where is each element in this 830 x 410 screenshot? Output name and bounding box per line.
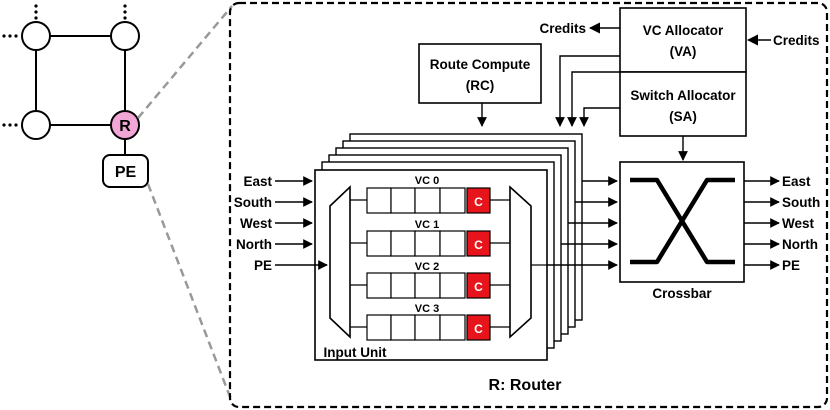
pe-node bbox=[102, 154, 149, 188]
vc-slots bbox=[366, 187, 466, 214]
switch-allocator-label: Switch Allocator bbox=[630, 88, 736, 103]
vc-allocator-abbr: (VA) bbox=[670, 44, 697, 59]
input-port-label: South bbox=[234, 195, 272, 210]
router-node bbox=[110, 110, 140, 140]
pe-node-label: PE bbox=[115, 164, 137, 181]
input-ports: East South West North PE bbox=[234, 174, 328, 273]
input-port-label: North bbox=[236, 237, 272, 252]
output-port-arrows bbox=[744, 176, 780, 270]
mesh-network: R PE bbox=[2, 4, 234, 403]
output-port-label: South bbox=[782, 195, 820, 210]
output-port-label: PE bbox=[782, 258, 800, 273]
vc-wiring bbox=[350, 199, 547, 328]
mesh-node bbox=[21, 110, 51, 140]
vc-label: VC 2 bbox=[415, 261, 439, 273]
switch-allocator-box bbox=[619, 71, 747, 137]
output-port-label: East bbox=[782, 174, 811, 189]
output-port-label: North bbox=[782, 237, 818, 252]
credit-counter-label: C bbox=[474, 238, 483, 252]
zoom-line-top bbox=[137, 5, 233, 119]
mesh-node bbox=[110, 21, 140, 51]
unit-to-crossbar-arrows bbox=[547, 176, 618, 270]
router-node-label: R bbox=[119, 118, 131, 135]
input-unit-label: Input Unit bbox=[324, 345, 387, 360]
input-port-arrows bbox=[275, 176, 328, 270]
output-port-label: West bbox=[782, 216, 815, 231]
credits-in-label: Credits bbox=[773, 33, 820, 48]
input-port-label: PE bbox=[254, 258, 272, 273]
crossbar-label: Crossbar bbox=[652, 286, 712, 301]
input-port-label: West bbox=[240, 216, 273, 231]
mesh-node bbox=[21, 21, 51, 51]
route-compute-abbr: (RC) bbox=[466, 78, 495, 93]
input-demux bbox=[329, 185, 351, 339]
output-mux bbox=[509, 185, 532, 339]
credit-counter-label: C bbox=[474, 195, 483, 209]
switch-allocator-abbr: (SA) bbox=[669, 109, 697, 124]
credit-counter-label: C bbox=[474, 322, 483, 336]
vc-slots bbox=[366, 272, 466, 299]
router-title: R: Router bbox=[489, 377, 562, 394]
vc-label: VC 3 bbox=[415, 303, 439, 315]
credit-counter-label: C bbox=[474, 280, 483, 294]
output-ports: East South West North PE bbox=[744, 174, 820, 273]
vc-label: VC 0 bbox=[415, 175, 439, 187]
control-wires bbox=[477, 55, 688, 161]
vc-buffers: VC 0 C VC 1 C VC 2 C VC 3 C bbox=[366, 175, 491, 341]
vc-allocator-label: VC Allocator bbox=[643, 23, 724, 38]
vc-slots bbox=[366, 314, 466, 341]
vc-label: VC 1 bbox=[415, 219, 439, 231]
input-port-label: East bbox=[243, 174, 272, 189]
vc-allocator-box bbox=[619, 7, 747, 73]
zoom-line-bottom bbox=[146, 183, 234, 403]
credits-out-label: Credits bbox=[539, 21, 586, 36]
crossbar-symbol bbox=[630, 177, 735, 265]
route-compute-label: Route Compute bbox=[430, 57, 531, 72]
vc-slots bbox=[366, 230, 466, 257]
router-frame bbox=[228, 1, 829, 409]
mesh-dots bbox=[2, 4, 127, 127]
route-compute-box bbox=[418, 43, 542, 104]
